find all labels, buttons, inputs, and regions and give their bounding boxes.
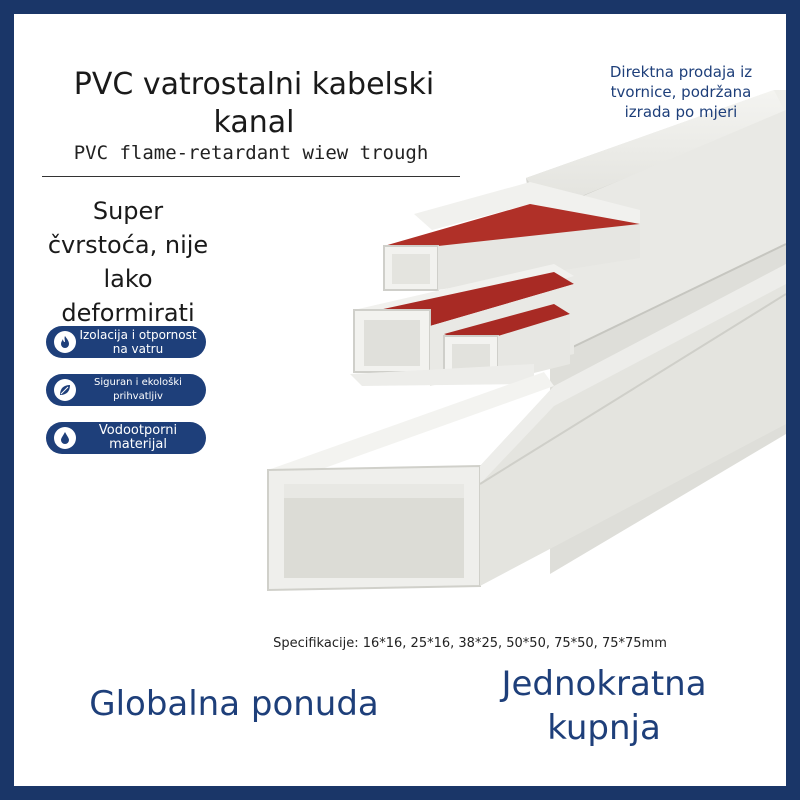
- badge-fire-insulation: Izolacija i otpornost na vatru: [46, 326, 206, 358]
- large-trough-front: [267, 264, 786, 592]
- badge-label: Izolacija i otpornost na vatru: [79, 328, 197, 356]
- small-trough-top: [383, 182, 640, 291]
- badge-label: Vodootporni materijal: [98, 423, 178, 452]
- pvc-trough-product-image: [267, 90, 786, 592]
- badge-eco-safe: Siguran i ekološki prihvatljiv: [46, 374, 206, 406]
- specifications-text: Specifikacije: 16*16, 25*16, 38*25, 50*5…: [273, 636, 667, 651]
- leaf-icon: [54, 379, 76, 401]
- factory-direct-note: Direktna prodaja iz tvornice, podržana i…: [609, 63, 753, 121]
- page-title: PVC vatrostalni kabelski kanal: [73, 67, 435, 140]
- strength-headline: Super čvrstoća, nije lako deformirati: [47, 197, 209, 327]
- badge-label: Siguran i ekološki prihvatljiv: [94, 377, 182, 402]
- water-drop-icon: [54, 427, 76, 449]
- subtitle-divider: [42, 176, 460, 177]
- one-stop-purchase-text: Jednokratna kupnja: [501, 664, 707, 748]
- page-subtitle: PVC flame-retardant wiew trough: [73, 142, 429, 164]
- content-area: PVC vatrostalni kabelski kanal PVC flame…: [14, 14, 786, 786]
- flame-icon: [54, 331, 76, 353]
- badge-waterproof: Vodootporni materijal: [46, 422, 206, 454]
- global-supply-text: Globalna ponuda: [89, 684, 379, 724]
